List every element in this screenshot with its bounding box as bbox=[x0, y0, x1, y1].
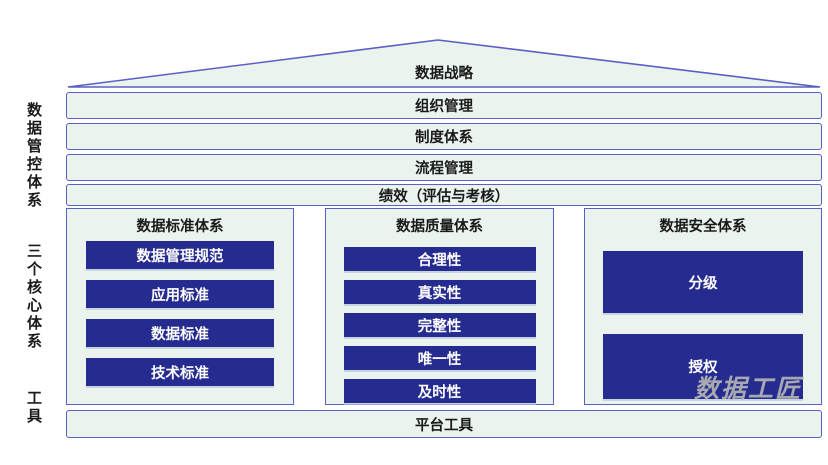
list-item-authenticity: 真实性 bbox=[343, 280, 536, 304]
side-label-three-core-systems: 三个核心体系 bbox=[25, 243, 42, 351]
layer-bar-performance-evaluation: 绩效（评估与考核） bbox=[66, 184, 822, 206]
layer-bar-institution-system: 制度体系 bbox=[66, 123, 822, 150]
list-item-completeness: 完整性 bbox=[343, 313, 536, 337]
layer-bar-organization-management: 组织管理 bbox=[66, 92, 822, 119]
layer-bar-process-management: 流程管理 bbox=[66, 154, 822, 181]
list-item-rationality: 合理性 bbox=[343, 247, 536, 271]
side-label-tools: 工具 bbox=[25, 390, 42, 426]
roof-title-data-strategy: 数据战略 bbox=[415, 66, 473, 82]
bottom-bar-platform-tools: 平台工具 bbox=[66, 410, 822, 438]
list-item-data-management-spec: 数据管理规范 bbox=[86, 241, 274, 269]
list-item-authorization: 授权 bbox=[603, 334, 803, 399]
list-item-classification: 分级 bbox=[603, 251, 803, 313]
watermark-text: 数据工匠 bbox=[694, 375, 803, 403]
list-item-application-standard: 应用标准 bbox=[86, 280, 274, 308]
list-item-technical-standard: 技术标准 bbox=[86, 358, 274, 386]
column-header: 数据质量体系 bbox=[396, 219, 483, 235]
roof-triangle bbox=[67, 39, 821, 88]
list-item-data-standard: 数据标准 bbox=[86, 319, 274, 347]
column-header: 数据安全体系 bbox=[659, 219, 747, 235]
side-label-data-governance-system: 数据管控体系 bbox=[25, 102, 42, 210]
list-item-timeliness: 及时性 bbox=[343, 379, 536, 403]
column-data-quality-system: 数据质量体系 合理性 真实性 完整性 唯一性 及时性 bbox=[325, 208, 554, 405]
list-item-uniqueness: 唯一性 bbox=[343, 346, 536, 370]
column-header: 数据标准体系 bbox=[136, 219, 224, 235]
column-data-security-system: 数据安全体系 分级 授权 bbox=[584, 208, 822, 405]
column-data-standards-system: 数据标准体系 数据管理规范 应用标准 数据标准 技术标准 bbox=[66, 208, 294, 405]
